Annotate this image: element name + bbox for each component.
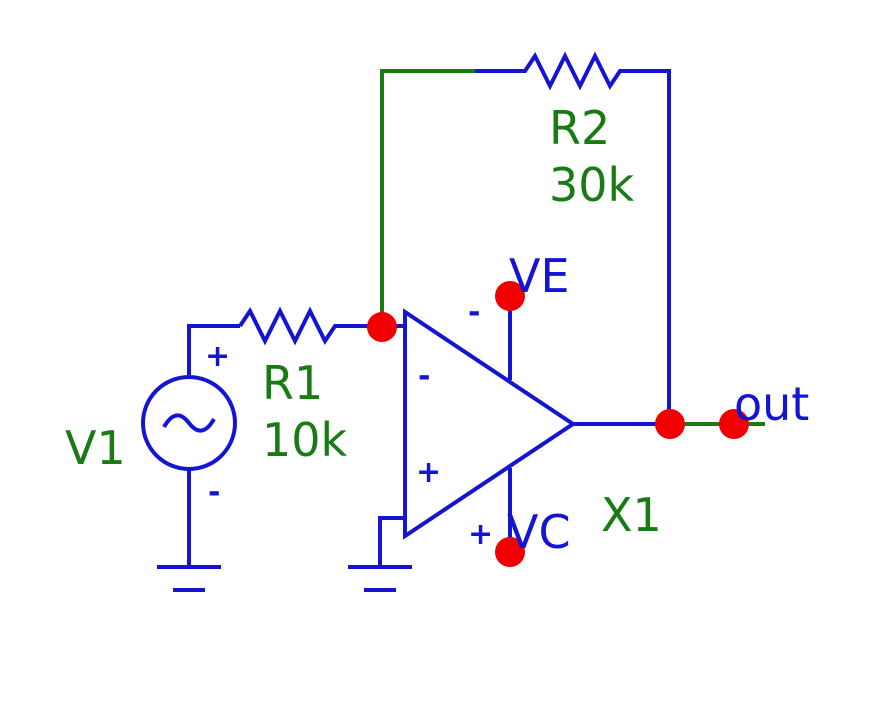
wire-noninverting-ground [378,516,405,567]
node-inverting[interactable] [367,312,397,342]
opamp-x1[interactable] [403,308,577,540]
r2-name-label: R2 [549,101,610,155]
ve-minus-sign: - [468,295,480,330]
ground-v1 [157,565,221,592]
v1-minus-sign: - [208,475,220,510]
r1-name-label: R1 [262,356,323,410]
out-net-label: out [734,377,809,431]
v1-label: V1 [65,421,126,475]
node-out[interactable] [719,409,749,439]
vc-net-label: VC [507,505,571,559]
node-vc[interactable] [495,537,525,567]
ve-net-label: VE [509,249,570,303]
voltage-source-v1[interactable] [141,375,237,471]
ground-opamp [348,565,412,592]
r1-value-label: 10k [262,413,348,467]
r2-value-label: 30k [549,158,635,212]
node-ve[interactable] [495,281,525,311]
wire-feedback-left [380,69,475,326]
vc-plus-sign: + [468,517,493,552]
wire-v1-r1 [187,324,240,377]
node-output[interactable] [655,409,685,439]
v1-plus-sign: + [205,339,230,374]
x1-label: X1 [601,488,662,542]
opamp-inverting-sign: - [418,359,430,394]
resistor-r2[interactable] [475,51,671,424]
opamp-noninverting-sign: + [416,455,441,490]
sine-wave-icon [162,413,216,433]
resistor-r1[interactable] [238,306,382,346]
